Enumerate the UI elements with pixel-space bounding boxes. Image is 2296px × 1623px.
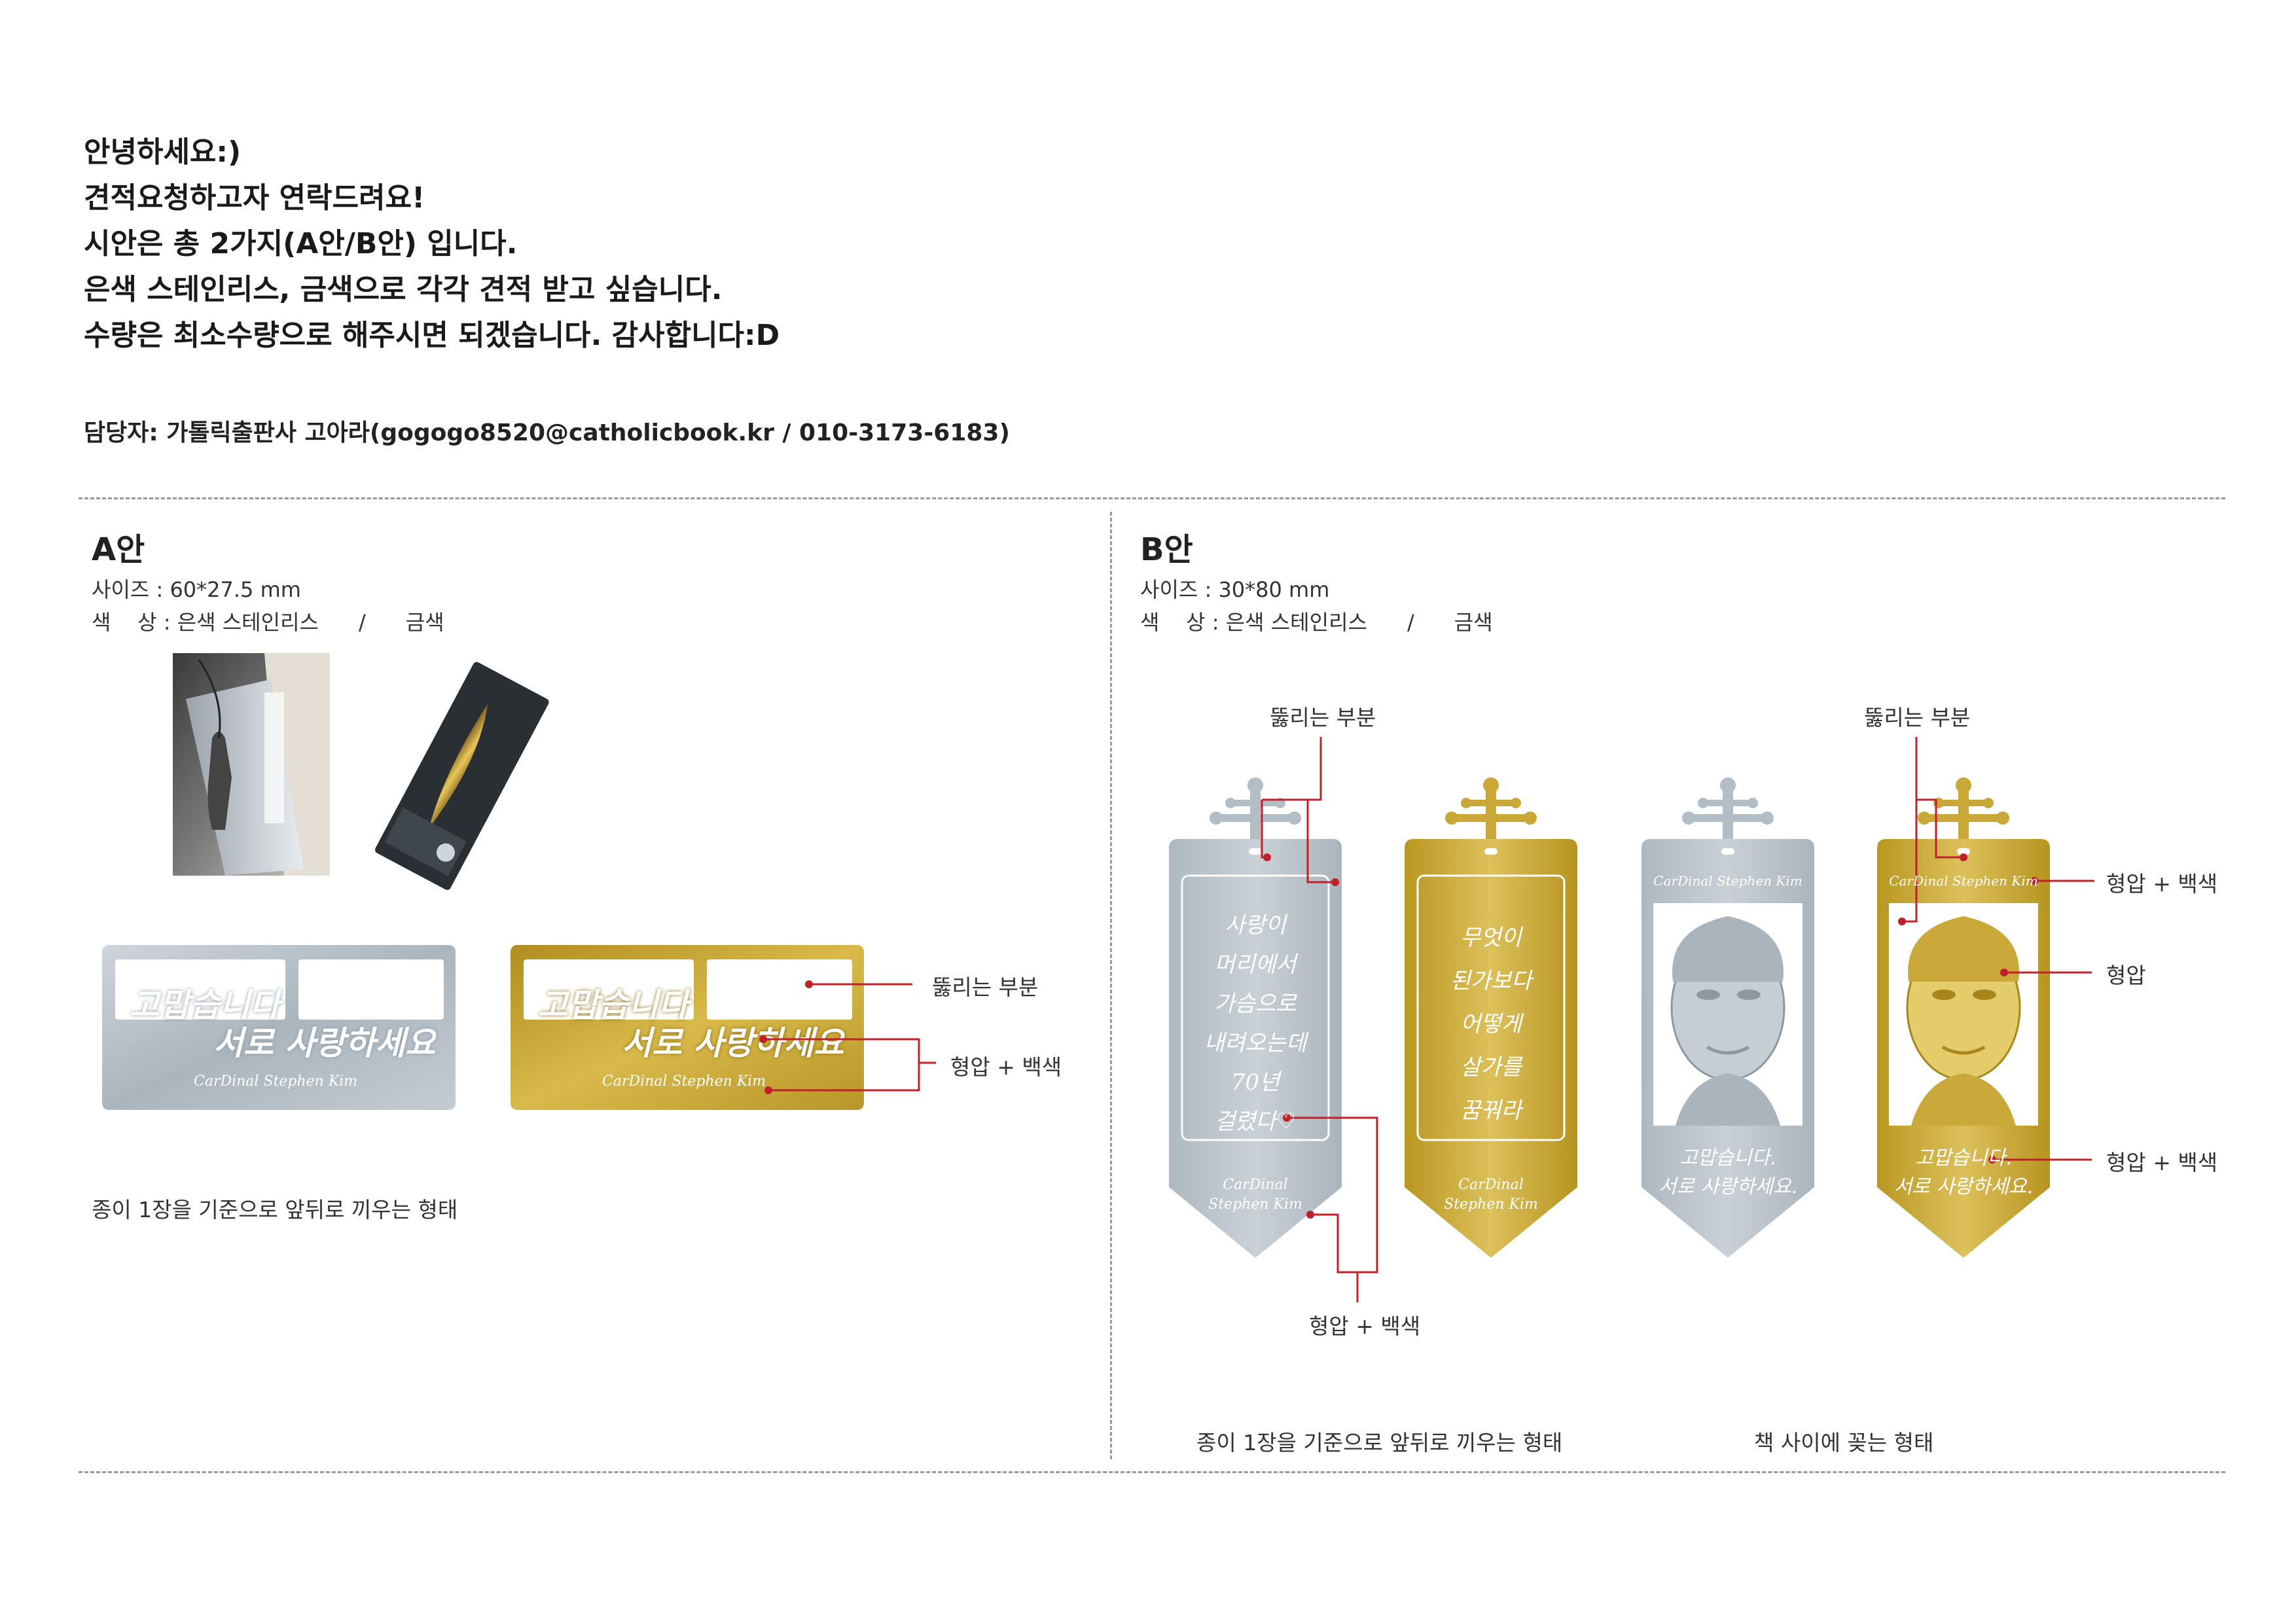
bookmark-2-line: 꿈꿔라	[1460, 1097, 1522, 1124]
section-b-pierced-label-2: 뚫리는 부분	[1864, 705, 1971, 730]
section-b-pierced-label-1: 뚫리는 부분	[1270, 705, 1376, 730]
contact-info: 담당자: 가톨릭출판사 고아라(gogogo8520@catholicbook.…	[84, 419, 1010, 446]
bottom-message-line: 서로 사랑하세요.	[1893, 1175, 2034, 1198]
silver-bookmark-photo	[173, 653, 330, 876]
bookmark-silver-portrait	[1641, 777, 1814, 1258]
bookmark-silver-text	[1169, 777, 1342, 1258]
section-a-callouts	[759, 980, 936, 1094]
silver-card-design: 고맙습니다 서로 사랑하세요 CarDinal Stephen Kim	[102, 945, 456, 1110]
section-b-note-left: 종이 1장을 기준으로 앞뒤로 끼우는 형태	[1196, 1430, 1563, 1455]
bottom-message-line: 서로 사랑하세요.	[1658, 1175, 1798, 1198]
section-a-color: 색 상 : 은색 스테인리스 / 금색	[92, 610, 444, 635]
silver-card-text-2: 서로 사랑하세요	[213, 1024, 436, 1062]
material-line: 은색 스테인리스, 금색으로 각각 견적 받고 싶습니다.	[84, 273, 723, 306]
section-a-title: A안	[92, 531, 145, 568]
section-b-color: 색 상 : 은색 스테인리스 / 금색	[1140, 610, 1493, 635]
bookmark-gold-portrait	[1877, 777, 2050, 1258]
bookmark-1-line: 내려오는데	[1204, 1030, 1307, 1056]
bookmark-2-line: 살가를	[1460, 1054, 1522, 1080]
bottom-divider	[79, 1471, 2225, 1473]
center-divider	[1110, 512, 1112, 1459]
bookmark-2-line: 된가보다	[1450, 968, 1532, 994]
section-b-emboss-only-label: 형압	[2106, 963, 2146, 988]
silver-card-signature: CarDinal Stephen Kim	[194, 1073, 358, 1090]
section-b-emboss-label-right-bottom: 형압 + 백색	[2106, 1150, 2218, 1175]
bookmark-1-line: 70년	[1230, 1069, 1280, 1096]
bookmark-4-top-signature: CarDinal Stephen Kim	[1889, 873, 2038, 889]
bookmark-3-bottom-message: 고맙습니다. 서로 사랑하세요.	[1641, 1144, 1814, 1202]
signature-line: CarDinal	[1458, 1177, 1524, 1193]
request-line: 견적요청하고자 연락드려요!	[84, 181, 425, 215]
section-a-pierced-label: 뚫리는 부분	[932, 974, 1039, 1000]
gold-card-design: 고맙습니다 서로 사랑하세요 CarDinal Stephen Kim	[511, 945, 864, 1110]
proposal-count-line: 시안은 총 2가지(A안/B안) 입니다.	[84, 227, 518, 260]
greeting-line: 안녕하세요:)	[84, 135, 242, 169]
top-divider	[79, 497, 2225, 499]
section-b-title: B안	[1140, 531, 1193, 568]
gold-bookmark-photo	[359, 653, 558, 899]
bookmark-1-line: 머리에서	[1214, 952, 1297, 978]
bookmark-3-top-signature: CarDinal Stephen Kim	[1653, 873, 1803, 889]
bottom-message-line: 고맙습니다.	[1679, 1147, 1776, 1169]
signature-line: Stephen Kim	[1444, 1196, 1538, 1213]
section-b-emboss-label-bottom: 형압 + 백색	[1309, 1313, 1421, 1339]
section-a-note: 종이 1장을 기준으로 앞뒤로 끼우는 형태	[92, 1197, 458, 1222]
bookmark-1-line: 가슴으로	[1214, 991, 1297, 1017]
bookmark-1-line: 걸렸다♡	[1214, 1109, 1297, 1135]
gold-card-signature: CarDinal Stephen Kim	[602, 1073, 766, 1090]
bookmark-2-message: 무엇이 된가보다 어떻게 살가를 꿈꿔라	[1427, 916, 1555, 1132]
section-b-note-right: 책 사이에 꽂는 형태	[1754, 1430, 1934, 1455]
bookmark-4-bottom-message: 고맙습니다. 서로 사랑하세요.	[1877, 1144, 2050, 1202]
bookmark-1-signature: CarDinal Stephen Kim	[1182, 1175, 1329, 1215]
silver-card-text-1: 고맙습니다	[130, 986, 280, 1024]
signature-line: Stephen Kim	[1208, 1196, 1302, 1213]
bookmark-2-line: 무엇이	[1460, 925, 1522, 951]
section-b-emboss-label-right-top: 형압 + 백색	[2106, 871, 2218, 897]
section-a-size: 사이즈 : 60*27.5 mm	[92, 577, 301, 602]
bookmark-gold-text	[1405, 777, 1577, 1258]
section-a-emboss-label: 형압 + 백색	[950, 1054, 1062, 1080]
bottom-message-line: 고맙습니다.	[1915, 1147, 2012, 1169]
signature-line: CarDinal	[1223, 1177, 1288, 1193]
quantity-line: 수량은 최소수량으로 해주시면 되겠습니다. 감사합니다:D	[84, 319, 780, 352]
bookmark-1-line: 사랑이	[1225, 912, 1286, 938]
gold-card-text-1: 고맙습니다	[538, 986, 689, 1024]
bookmark-1-message: 사랑이 머리에서 가슴으로 내려오는데 70년 걸렸다♡	[1191, 906, 1319, 1141]
bookmark-2-line: 어떻게	[1460, 1011, 1522, 1037]
gold-card-text-2: 서로 사랑하세요	[622, 1024, 844, 1062]
section-b-size: 사이즈 : 30*80 mm	[1140, 577, 1330, 602]
bookmark-2-signature: CarDinal Stephen Kim	[1418, 1175, 1564, 1215]
